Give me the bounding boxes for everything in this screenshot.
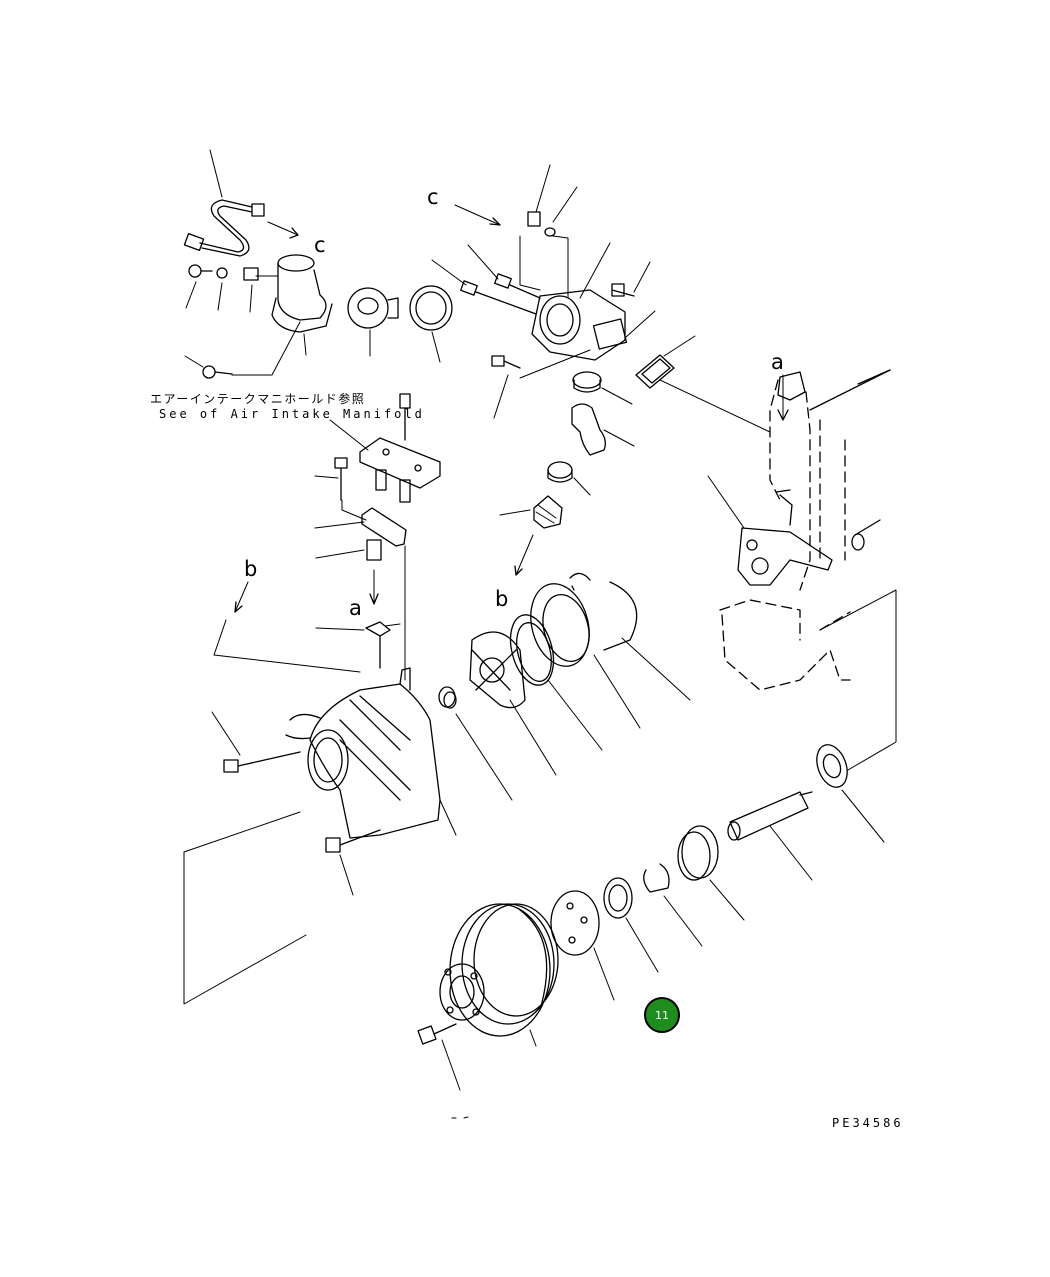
callout-c-top: c (314, 233, 326, 257)
reference-a-mid (384, 623, 401, 627)
mounting-bracket (314, 393, 441, 681)
callout-a-right: a (771, 350, 784, 374)
pump-shaft-assembly (550, 744, 885, 1001)
callout-a-mid: a (349, 596, 362, 620)
callout-b-mid: b (495, 587, 509, 611)
reference-note-english: See of Air Intake Manifold (159, 407, 425, 421)
impeller-and-seals (438, 572, 691, 801)
coolant-tube (183, 149, 299, 257)
reference-b-leader (213, 581, 361, 673)
outlet-gasket (635, 335, 771, 433)
thermostat-housing (184, 254, 333, 379)
water-outlet-housing (431, 164, 656, 419)
callout-b-left: b (244, 557, 258, 581)
reference-note-japanese: エアーインテークマニホールド参照 (150, 392, 366, 406)
part-number-badge[interactable]: 11 (644, 997, 680, 1033)
hose-and-clamps (499, 371, 635, 576)
thermostat-and-ring (347, 285, 453, 363)
pulley (417, 903, 559, 1119)
drawing-code: PE34586 (832, 1116, 904, 1130)
engine-block-outline (707, 369, 891, 691)
callout-c-left: c (427, 185, 439, 209)
part-number-label: 11 (655, 1008, 669, 1022)
water-pump-body (183, 667, 457, 1005)
shaft-leader (819, 589, 897, 771)
